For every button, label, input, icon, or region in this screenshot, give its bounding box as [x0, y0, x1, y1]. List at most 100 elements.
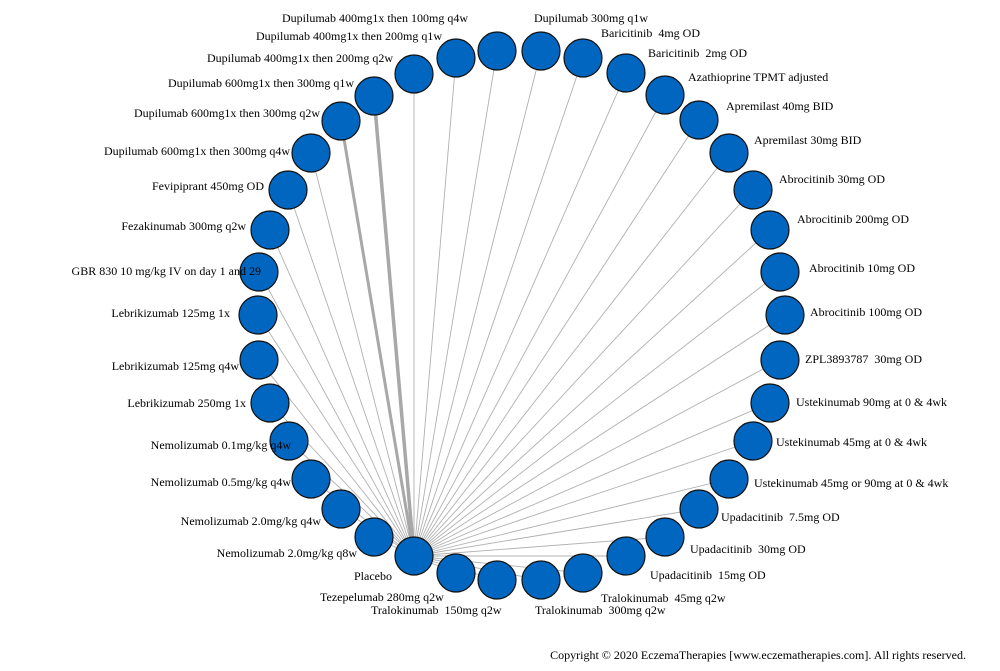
node-label-abrocitinib-100mg-od: Abrocitinib 100mg OD: [810, 305, 922, 319]
node-ustekinumab-45mg-at-0-4wk: [733, 421, 773, 461]
node-label-nemolizumab-2-0mg-kg-q8w: Nemolizumab 2.0mg/kg q8w: [217, 546, 358, 560]
node-label-azathioprine-tpmt-adjusted: Azathioprine TPMT adjusted: [688, 70, 828, 84]
node-apremilast-40mg-bid: [679, 100, 719, 140]
node-label-upadacitinib-15mg-od: Upadacitinib 15mg OD: [650, 568, 766, 582]
edge-fevipiprant-450mg-od: [287, 189, 415, 557]
node-label-zpl3893787-30mg-od: ZPL3893787 30mg OD: [805, 352, 922, 366]
edge-dupilumab-600mg1x-then-300mg-q1w: [372, 95, 416, 557]
node-dupilumab-400mg1x-then-100mg-q4w: [477, 31, 517, 71]
node-label-fezakinumab-300mg-q2w: Fezakinumab 300mg q2w: [121, 219, 246, 233]
node-tezepelumab-280mg-q2w: [436, 553, 476, 593]
node-tralokinumab-45mg-q2w: [563, 553, 603, 593]
node-dupilumab-400mg1x-then-200mg-q1w: [436, 38, 476, 78]
node-label-dupilumab-400mg1x-then-200mg-q2w: Dupilumab 400mg1x then 200mg q2w: [207, 51, 393, 65]
edge-abrocitinib-100mg-od: [413, 314, 786, 557]
node-label-dupilumab-600mg1x-then-300mg-q1w: Dupilumab 600mg1x then 300mg q1w: [168, 76, 354, 90]
node-upadacitinib-30mg-od: [645, 517, 685, 557]
edge-dupilumab-300mg-q1w: [413, 50, 542, 557]
node-upadacitinib-15mg-od: [606, 536, 646, 576]
node-lebrikizumab-250mg-1x: [250, 383, 290, 423]
edge-ustekinumab-90mg-at-0-4wk: [413, 402, 771, 557]
node-placebo: [394, 536, 434, 576]
node-dupilumab-400mg1x-then-200mg-q2w: [394, 54, 434, 94]
edge-zpl3893787-30mg-od: [413, 359, 781, 557]
node-nemolizumab-2-0mg-kg-q4w: [321, 489, 361, 529]
node-label-gbr-830-10-mg-kg-iv-on-day-1-and-29: GBR 830 10 mg/kg IV on day 1 and 29: [72, 264, 261, 278]
node-upadacitinib-7-5mg-od: [679, 489, 719, 529]
node-label-abrocitinib-200mg-od: Abrocitinib 200mg OD: [797, 212, 909, 226]
edge-abrocitinib-30mg-od: [413, 189, 754, 557]
node-lebrikizumab-125mg-1x: [238, 295, 278, 335]
edge-baricitinib-2mg-od: [413, 72, 627, 557]
node-nemolizumab-0-1mg-kg-q4w: [269, 421, 309, 461]
node-label-upadacitinib-30mg-od: Upadacitinib 30mg OD: [690, 542, 806, 556]
node-nemolizumab-2-0mg-kg-q8w: [354, 517, 394, 557]
edge-apremilast-30mg-bid: [413, 152, 730, 557]
edge-nemolizumab-0-5mg-kg-q4w: [310, 478, 415, 557]
node-gbr-830-10-mg-kg-iv-on-day-1-and-29: [239, 252, 279, 292]
node-label-nemolizumab-2-0mg-kg-q4w: Nemolizumab 2.0mg/kg q4w: [181, 514, 322, 528]
edge-apremilast-40mg-bid: [413, 119, 700, 557]
node-baricitinib-4mg-od: [563, 38, 603, 78]
node-label-ustekinumab-90mg-at-0-4wk: Ustekinumab 90mg at 0 & 4wk: [796, 395, 947, 409]
node-label-baricitinib-2mg-od: Baricitinib 2mg OD: [648, 46, 747, 60]
node-label-apremilast-30mg-bid: Apremilast 30mg BID: [754, 133, 862, 147]
node-label-fevipiprant-450mg-od: Fevipiprant 450mg OD: [152, 179, 264, 193]
node-label-tralokinumab-300mg-q2w: Tralokinumab 300mg q2w: [535, 603, 666, 617]
node-tralokinumab-150mg-q2w: [477, 560, 517, 600]
node-label-apremilast-40mg-bid: Apremilast 40mg BID: [726, 99, 834, 113]
node-baricitinib-2mg-od: [606, 53, 646, 93]
node-label-ustekinumab-45mg-at-0-4wk: Ustekinumab 45mg at 0 & 4wk: [776, 435, 927, 449]
node-label-nemolizumab-0-5mg-kg-q4w: Nemolizumab 0.5mg/kg q4w: [151, 475, 292, 489]
node-label-lebrikizumab-125mg-1x: Lebrikizumab 125mg 1x: [111, 306, 230, 320]
edge-lebrikizumab-125mg-1x: [257, 314, 415, 557]
node-fevipiprant-450mg-od: [268, 170, 308, 210]
node-lebrikizumab-125mg-q4w: [239, 340, 279, 380]
node-label-upadacitinib-7-5mg-od: Upadacitinib 7.5mg OD: [721, 510, 840, 524]
node-label-tralokinumab-45mg-q2w: Tralokinumab 45mg q2w: [601, 591, 726, 605]
edge-azathioprine-tpmt-adjusted: [413, 94, 666, 557]
node-apremilast-30mg-bid: [709, 133, 749, 173]
node-abrocitinib-30mg-od: [733, 170, 773, 210]
node-label-tezepelumab-280mg-q2w: Tezepelumab 280mg q2w: [320, 590, 444, 604]
edge-abrocitinib-200mg-od: [413, 229, 771, 557]
node-ustekinumab-90mg-at-0-4wk: [750, 383, 790, 423]
edge-gbr-830-10-mg-kg-iv-on-day-1-and-29: [258, 271, 415, 557]
node-fezakinumab-300mg-q2w: [250, 210, 290, 250]
node-label-lebrikizumab-125mg-q4w: Lebrikizumab 125mg q4w: [112, 359, 240, 373]
node-label-dupilumab-400mg1x-then-200mg-q1w: Dupilumab 400mg1x then 200mg q1w: [256, 29, 442, 43]
node-label-tralokinumab-150mg-q2w: Tralokinumab 150mg q2w: [371, 603, 502, 617]
node-dupilumab-600mg1x-then-300mg-q1w: [354, 76, 394, 116]
node-zpl3893787-30mg-od: [760, 340, 800, 380]
node-abrocitinib-200mg-od: [750, 210, 790, 250]
node-azathioprine-tpmt-adjusted: [645, 75, 685, 115]
node-label-baricitinib-4mg-od: Baricitinib 4mg OD: [601, 26, 700, 40]
node-label-ustekinumab-45mg-or-90mg-at-0-4wk: Ustekinumab 45mg or 90mg at 0 & 4wk: [754, 476, 948, 490]
edge-baricitinib-4mg-od: [413, 57, 584, 557]
node-label-dupilumab-600mg1x-then-300mg-q4w: Dupilumab 600mg1x then 300mg q4w: [104, 144, 290, 158]
node-label-lebrikizumab-250mg-1x: Lebrikizumab 250mg 1x: [127, 396, 246, 410]
node-layer: [238, 31, 805, 600]
edge-layer: [257, 50, 786, 581]
node-label-nemolizumab-0-1mg-kg-q4w: Nemolizumab 0.1mg/kg q4w: [151, 438, 292, 452]
node-dupilumab-300mg-q1w: [521, 31, 561, 71]
edge-dupilumab-400mg1x-then-100mg-q4w: [413, 50, 498, 557]
edge-dupilumab-600mg1x-then-300mg-q4w: [310, 152, 415, 557]
node-dupilumab-600mg1x-then-300mg-q2w: [321, 101, 361, 141]
node-label-abrocitinib-30mg-od: Abrocitinib 30mg OD: [779, 172, 885, 186]
edge-dupilumab-600mg1x-then-300mg-q2w: [339, 120, 416, 557]
node-ustekinumab-45mg-or-90mg-at-0-4wk: [709, 459, 749, 499]
edge-fezakinumab-300mg-q2w: [269, 229, 415, 557]
node-label-abrocitinib-10mg-od: Abrocitinib 10mg OD: [809, 261, 915, 275]
copyright-notice: Copyright © 2020 EczemaTherapies [www.ec…: [550, 648, 966, 662]
node-nemolizumab-0-5mg-kg-q4w: [291, 459, 331, 499]
edge-upadacitinib-7-5mg-od: [413, 508, 700, 557]
edge-tralokinumab-300mg-q2w: [413, 555, 542, 581]
node-label-dupilumab-600mg1x-then-300mg-q2w: Dupilumab 600mg1x then 300mg q2w: [134, 106, 320, 120]
edge-ustekinumab-45mg-or-90mg-at-0-4wk: [413, 478, 730, 557]
node-label-dupilumab-400mg1x-then-100mg-q4w: Dupilumab 400mg1x then 100mg q4w: [282, 11, 468, 25]
node-abrocitinib-10mg-od: [760, 252, 800, 292]
edge-dupilumab-400mg1x-then-200mg-q1w: [413, 57, 457, 557]
